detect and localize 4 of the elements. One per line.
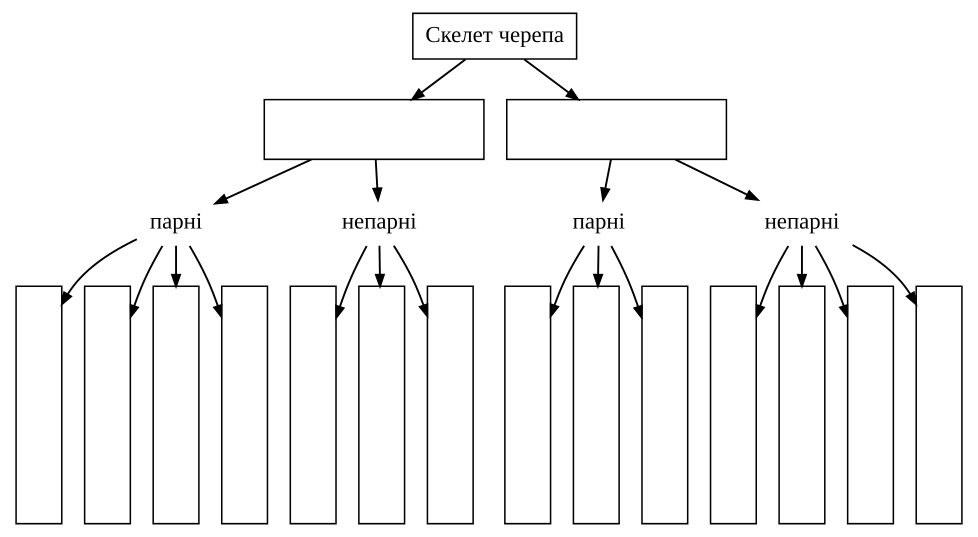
node-text: парні (572, 208, 625, 234)
node-text: непарні (764, 208, 840, 234)
node-text: непарні (342, 208, 417, 234)
node-text: парні (150, 208, 202, 234)
